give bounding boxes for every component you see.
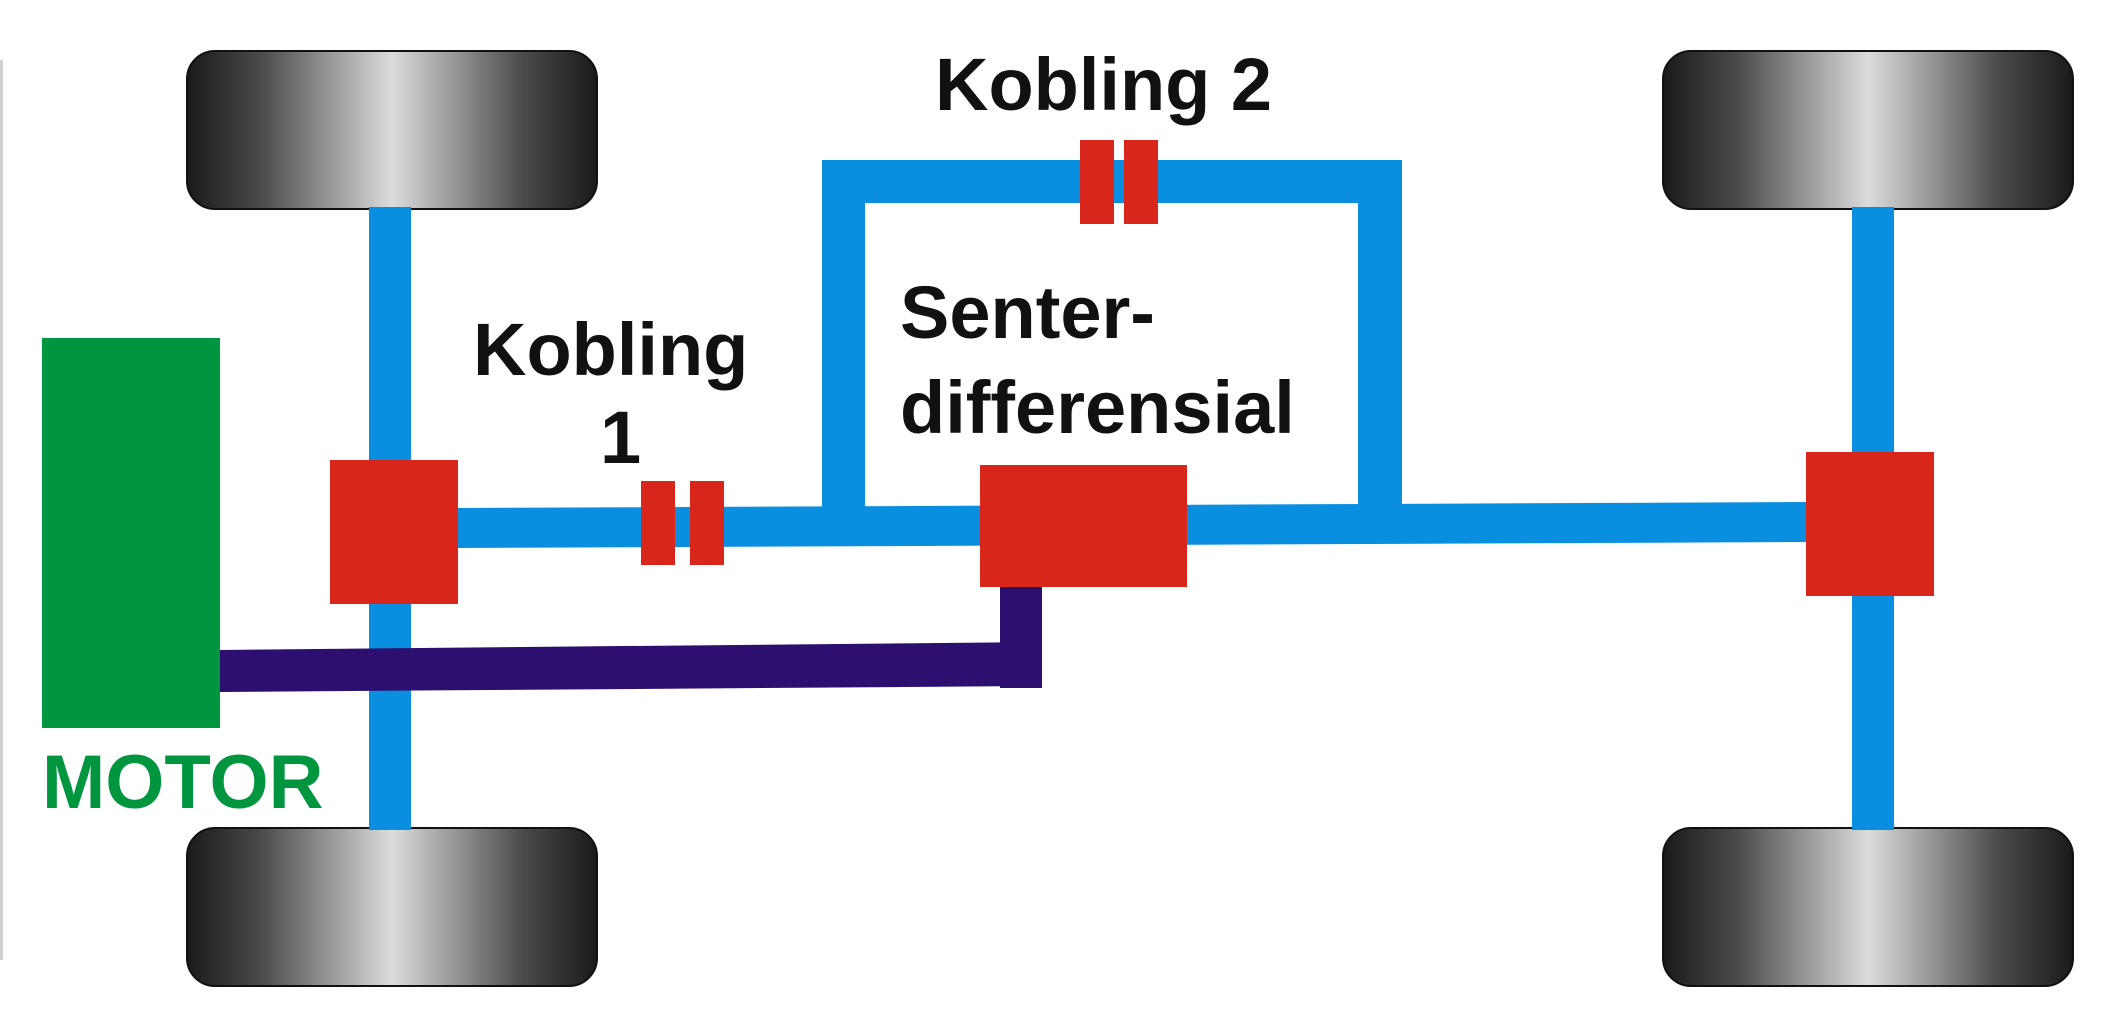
kobling-1-label-line2: 1	[600, 396, 641, 479]
senter-differensial-label-line1: Senter-	[900, 271, 1155, 354]
motor-label: MOTOR	[42, 740, 323, 825]
border-line	[0, 60, 3, 960]
motor-output-shaft	[218, 642, 1040, 692]
motor-shaft	[218, 582, 1042, 692]
rear-differential-icon	[1806, 452, 1934, 596]
wheels	[186, 50, 2074, 987]
bypass-right-riser	[1358, 160, 1402, 505]
center-differential-icon	[980, 465, 1187, 587]
front-right-tire-icon	[1662, 50, 2074, 210]
units	[330, 140, 1934, 604]
kobling-1-label-line1: Kobling	[473, 308, 748, 391]
motor-shaft-riser	[1000, 582, 1042, 688]
senter-differensial-label-line2: differensial	[900, 366, 1295, 449]
clutch-1-plate-a-icon	[641, 481, 675, 565]
clutch-1-plate-b-icon	[690, 481, 724, 565]
front-differential-icon	[330, 460, 458, 604]
clutch-2-plate-a-icon	[1080, 140, 1114, 224]
rear-right-tire-icon	[1662, 827, 2074, 987]
bypass-left-riser	[822, 163, 865, 508]
motor-block	[42, 338, 220, 728]
front-left-tire-icon	[186, 50, 598, 210]
kobling-2-label: Kobling 2	[935, 43, 1272, 126]
clutch-2-plate-b-icon	[1124, 140, 1158, 224]
rear-left-tire-icon	[186, 827, 598, 987]
